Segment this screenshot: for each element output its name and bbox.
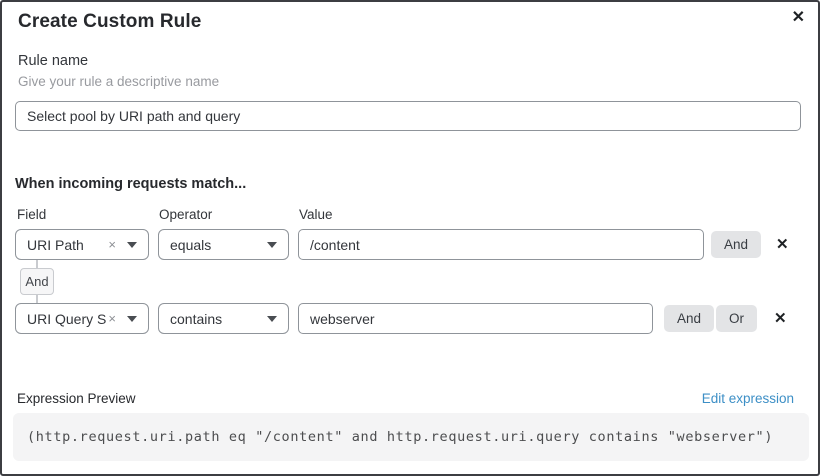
clear-field-icon[interactable]: × <box>108 311 116 326</box>
match-heading: When incoming requests match... <box>15 176 247 192</box>
or-button-row2[interactable]: Or <box>716 305 757 332</box>
chevron-down-icon <box>267 315 277 322</box>
field-select-row1[interactable]: URI Path × <box>15 229 149 260</box>
field-select-row1-value: URI Path <box>27 236 84 253</box>
operator-select-row1-value: equals <box>170 236 212 253</box>
edit-expression-link[interactable]: Edit expression <box>701 391 794 406</box>
rule-name-helper: Give your rule a descriptive name <box>18 74 220 89</box>
clear-field-icon[interactable]: × <box>108 237 116 252</box>
modal-title: Create Custom Rule <box>18 11 202 32</box>
connector-and-badge[interactable]: And <box>20 268 54 295</box>
field-select-row2-value: URI Query St... <box>27 310 107 327</box>
rule-name-input[interactable] <box>15 101 801 131</box>
expression-code-block: (http.request.uri.path eq "/content" and… <box>13 413 809 461</box>
operator-select-row1[interactable]: equals <box>158 229 289 260</box>
delete-row2-icon[interactable]: ✕ <box>774 310 787 327</box>
and-button-row2[interactable]: And <box>664 305 715 332</box>
rule-name-label: Rule name <box>18 53 89 69</box>
field-select-row2[interactable]: URI Query St... × <box>15 303 149 334</box>
operator-select-row2[interactable]: contains <box>158 303 289 334</box>
expression-code: (http.request.uri.path eq "/content" and… <box>27 429 774 445</box>
value-input-row1[interactable] <box>298 229 704 260</box>
column-label-value: Value <box>299 207 333 222</box>
delete-row1-icon[interactable]: ✕ <box>776 236 789 253</box>
expression-preview-label: Expression Preview <box>17 391 136 406</box>
value-input-row2[interactable] <box>298 303 653 334</box>
column-label-operator: Operator <box>159 207 213 222</box>
column-label-field: Field <box>17 207 47 222</box>
chevron-down-icon <box>127 315 137 322</box>
chevron-down-icon <box>267 241 277 248</box>
operator-select-row2-value: contains <box>170 310 223 327</box>
close-icon[interactable]: ✕ <box>791 9 805 26</box>
and-button-row1[interactable]: And <box>711 231 762 258</box>
chevron-down-icon <box>127 241 137 248</box>
